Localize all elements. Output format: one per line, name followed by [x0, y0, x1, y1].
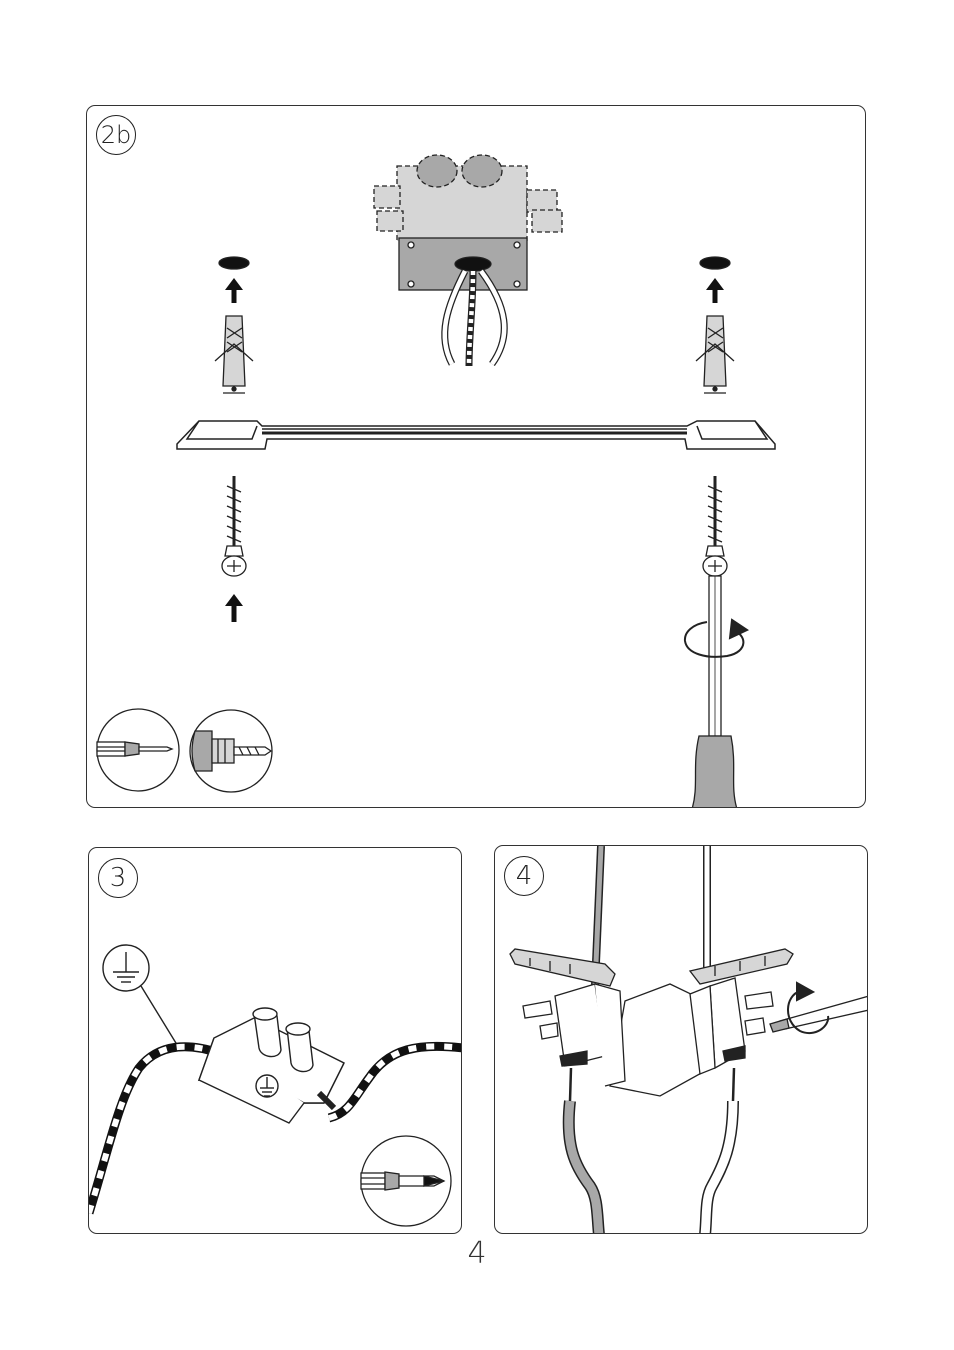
screwdriver-icon	[770, 996, 868, 1032]
step-4-illustration	[495, 846, 868, 1234]
drill-icon	[190, 710, 272, 792]
screw-icon	[703, 476, 727, 576]
step-2b-panel: 2b	[86, 105, 866, 808]
page-number: 4	[0, 1236, 954, 1271]
earth-ground-icon	[103, 945, 179, 1048]
mounting-bracket-icon	[177, 421, 775, 449]
screw-icon	[222, 476, 246, 622]
screwdriver-icon	[361, 1136, 451, 1226]
screwdriver-icon	[97, 709, 179, 791]
connector-block-icon	[510, 949, 793, 1096]
terminal-block-icon	[199, 1008, 344, 1123]
step-4-panel: 4	[494, 845, 868, 1234]
rotate-icon	[788, 983, 828, 1033]
junction-box-icon	[374, 155, 562, 366]
step-3-panel: 3	[88, 847, 462, 1234]
step-3-illustration	[89, 848, 462, 1234]
suspension-cable	[595, 846, 707, 986]
step-2b-illustration	[87, 106, 866, 808]
wall-plug-icon	[215, 257, 253, 393]
wall-plug-icon	[696, 257, 734, 393]
screwdriver-icon	[692, 576, 737, 808]
